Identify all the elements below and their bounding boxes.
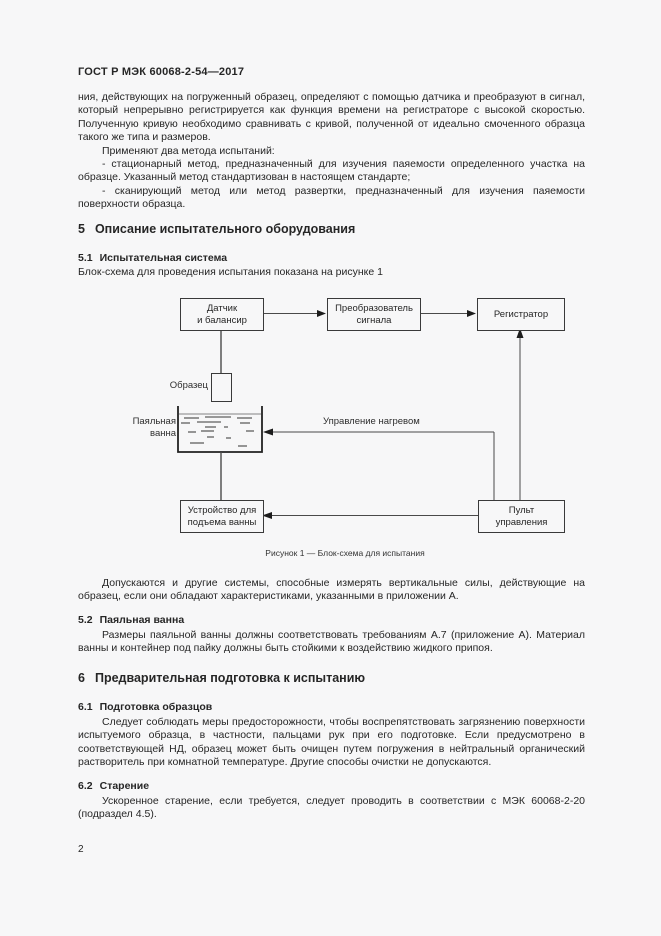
label-heat-control: Управление нагревом: [323, 416, 420, 427]
section-5-1-body: Блок-схема для проведения испытания пока…: [78, 266, 383, 278]
section-5-1-number: 5.1: [78, 252, 93, 264]
document-header: ГОСТ Р МЭК 60068-2-54—2017: [78, 66, 245, 78]
box-recorder: Регистратор: [477, 298, 565, 331]
section-6-1-heading: 6.1 Подготовка образцов: [78, 701, 212, 713]
section-6-2-body: Ускоренное старение, если требуется, сле…: [78, 795, 585, 821]
figure-1-caption: Рисунок 1 — Блок-схема для испытания: [265, 548, 425, 558]
arrow-left-icon: [262, 512, 272, 519]
box-control-console: Пульт управления: [478, 500, 565, 533]
section-6-number: 6: [78, 671, 85, 685]
arrow-right-icon: [317, 310, 326, 317]
box-signal-converter: Преобразователь сигнала: [327, 298, 421, 331]
section-6-2-number: 6.2: [78, 780, 93, 792]
section-6-1-title: Подготовка образцов: [99, 701, 213, 713]
arrow-left-icon: [263, 428, 273, 436]
section-6-2-title: Старение: [99, 780, 150, 792]
page-number: 2: [78, 844, 84, 855]
section-5-2-heading: 5.2 Паяльная ванна: [78, 614, 184, 626]
section-6-2-heading: 6.2 Старение: [78, 780, 149, 792]
method-stationary: - стационарный метод, предназначенный дл…: [78, 158, 585, 184]
arrow-up-icon: [516, 328, 524, 338]
section-5-2-number: 5.2: [78, 614, 93, 626]
intro-block: ния, действующих на погруженный образец,…: [78, 91, 585, 212]
section-6-heading: 6 Предварительная подготовка к испытанию: [78, 671, 365, 685]
method-scanning: - сканирующий метод или метод развертки,…: [78, 184, 585, 211]
label-specimen: Образец: [169, 380, 208, 391]
arrow-right-icon: [467, 310, 476, 317]
section-6-title: Предварительная подготовка к испытанию: [94, 671, 366, 685]
diagram-connectors: [177, 310, 524, 519]
specimen-rect: [211, 373, 232, 402]
other-systems-paragraph: Допускаются и другие системы, способные …: [78, 577, 585, 603]
methods-intro: Применяют два метода испытаний:: [102, 144, 275, 157]
box-sensor-balancer: Датчик и балансир: [180, 298, 264, 331]
solder-bath-tank: [177, 406, 263, 453]
box-bath-lift-device: Устройство для подъема ванны: [180, 500, 264, 533]
solder-liquid-dashes: [181, 416, 254, 447]
section-5-heading: 5 Описание испытательного оборудования: [78, 222, 355, 236]
label-solder-bath: Паяльная ванна: [132, 416, 176, 439]
section-5-2-title: Паяльная ванна: [99, 614, 185, 626]
section-6-1-body: Следует соблюдать меры предосторожности,…: [78, 716, 585, 769]
section-5-title: Описание испытательного оборудования: [94, 222, 356, 236]
section-5-1-heading: 5.1 Испытательная система: [78, 252, 227, 264]
section-6-1-number: 6.1: [78, 701, 93, 713]
intro-paragraph: ния, действующих на погруженный образец,…: [78, 91, 585, 144]
section-5-1-title: Испытательная система: [99, 252, 228, 264]
section-5-2-body: Размеры паяльной ванны должны соответств…: [78, 629, 585, 655]
section-5-number: 5: [78, 222, 85, 236]
figure-1-diagram: Датчик и балансир Преобразователь сигнал…: [0, 290, 661, 540]
